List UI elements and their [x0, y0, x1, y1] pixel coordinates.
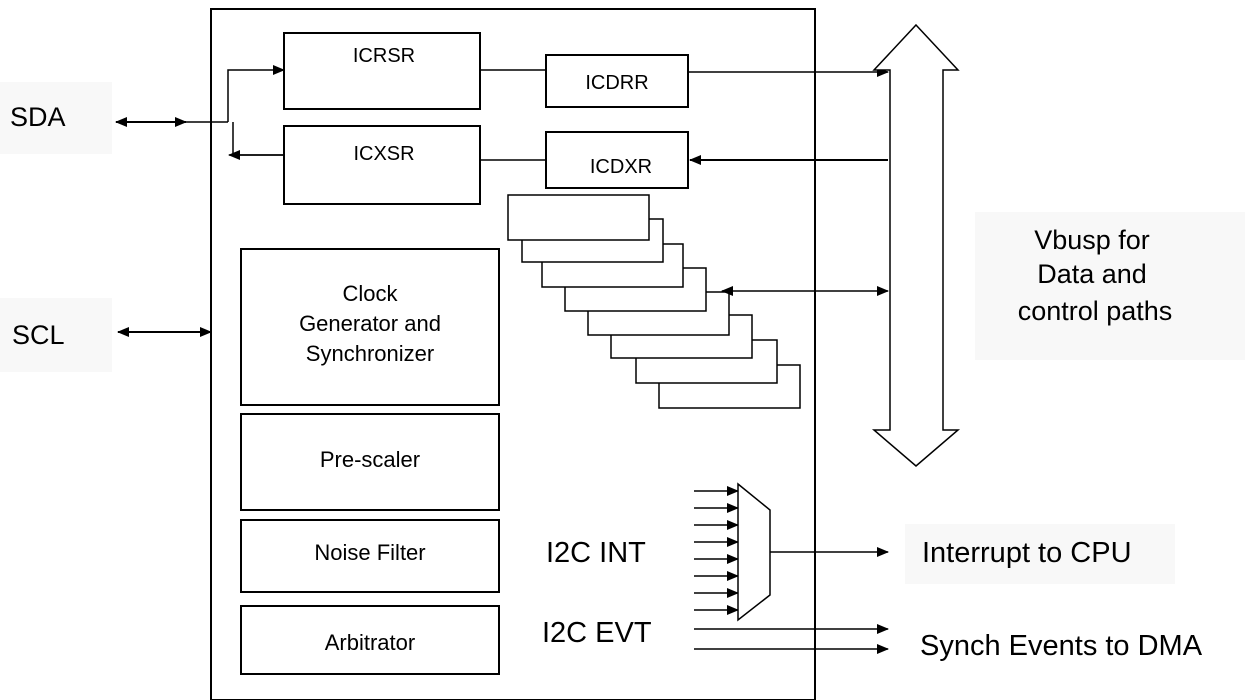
- sda-to-icrsr-arrow: [227, 65, 285, 122]
- interrupt-mux: [737, 482, 771, 622]
- sda-pin-label: SDA: [10, 102, 66, 132]
- clock-generator-line2: Generator and: [299, 311, 441, 336]
- icdxr-label: ICDXR: [590, 156, 652, 178]
- icdrr-label: ICDRR: [585, 72, 648, 94]
- interrupt-label-bg: [905, 524, 1175, 584]
- clock-generator-box: [240, 248, 500, 406]
- arbitrator-label: Arbitrator: [325, 630, 415, 655]
- vbusp-label-line3: control paths: [1018, 296, 1173, 326]
- clock-generator-line1: Clock: [342, 281, 398, 306]
- arbitrator-box: [240, 605, 500, 675]
- control-register-stack: [507, 194, 801, 409]
- icdrr-box: [545, 54, 689, 108]
- prescaler-box: [240, 413, 500, 511]
- synch-events-to-dma-label: Synch Events to DMA: [920, 630, 1203, 662]
- icxsr-label: ICXSR: [353, 143, 414, 165]
- i2c-module-boundary: [210, 8, 816, 700]
- icxsr-box: [283, 125, 481, 205]
- interrupt-to-cpu-label: Interrupt to CPU: [922, 537, 1132, 569]
- prescaler-label: Pre-scaler: [320, 447, 420, 472]
- vbusp-label-line1: Vbusp for: [1034, 225, 1150, 255]
- icrsr-label: ICRSR: [353, 45, 415, 67]
- interrupt-input-arrows: [694, 486, 739, 615]
- clock-generator-line3: Synchronizer: [306, 341, 434, 366]
- i2c-evt-label: I2C EVT: [542, 617, 652, 649]
- i2c-int-label: I2C INT: [546, 537, 646, 569]
- vbusp-label-bg: [975, 212, 1245, 360]
- sda-label-bg: [0, 82, 112, 154]
- icxsr-to-sda-arrow: [232, 122, 284, 156]
- scl-pin-label: SCL: [12, 320, 65, 350]
- vbusp-label-line2: Data and: [1037, 259, 1147, 289]
- noise-filter-box: [240, 519, 500, 593]
- noise-filter-label: Noise Filter: [314, 540, 425, 565]
- scl-label-bg: [0, 298, 112, 372]
- icrsr-box: [283, 32, 481, 110]
- vbusp-bus-arrow: [871, 23, 961, 467]
